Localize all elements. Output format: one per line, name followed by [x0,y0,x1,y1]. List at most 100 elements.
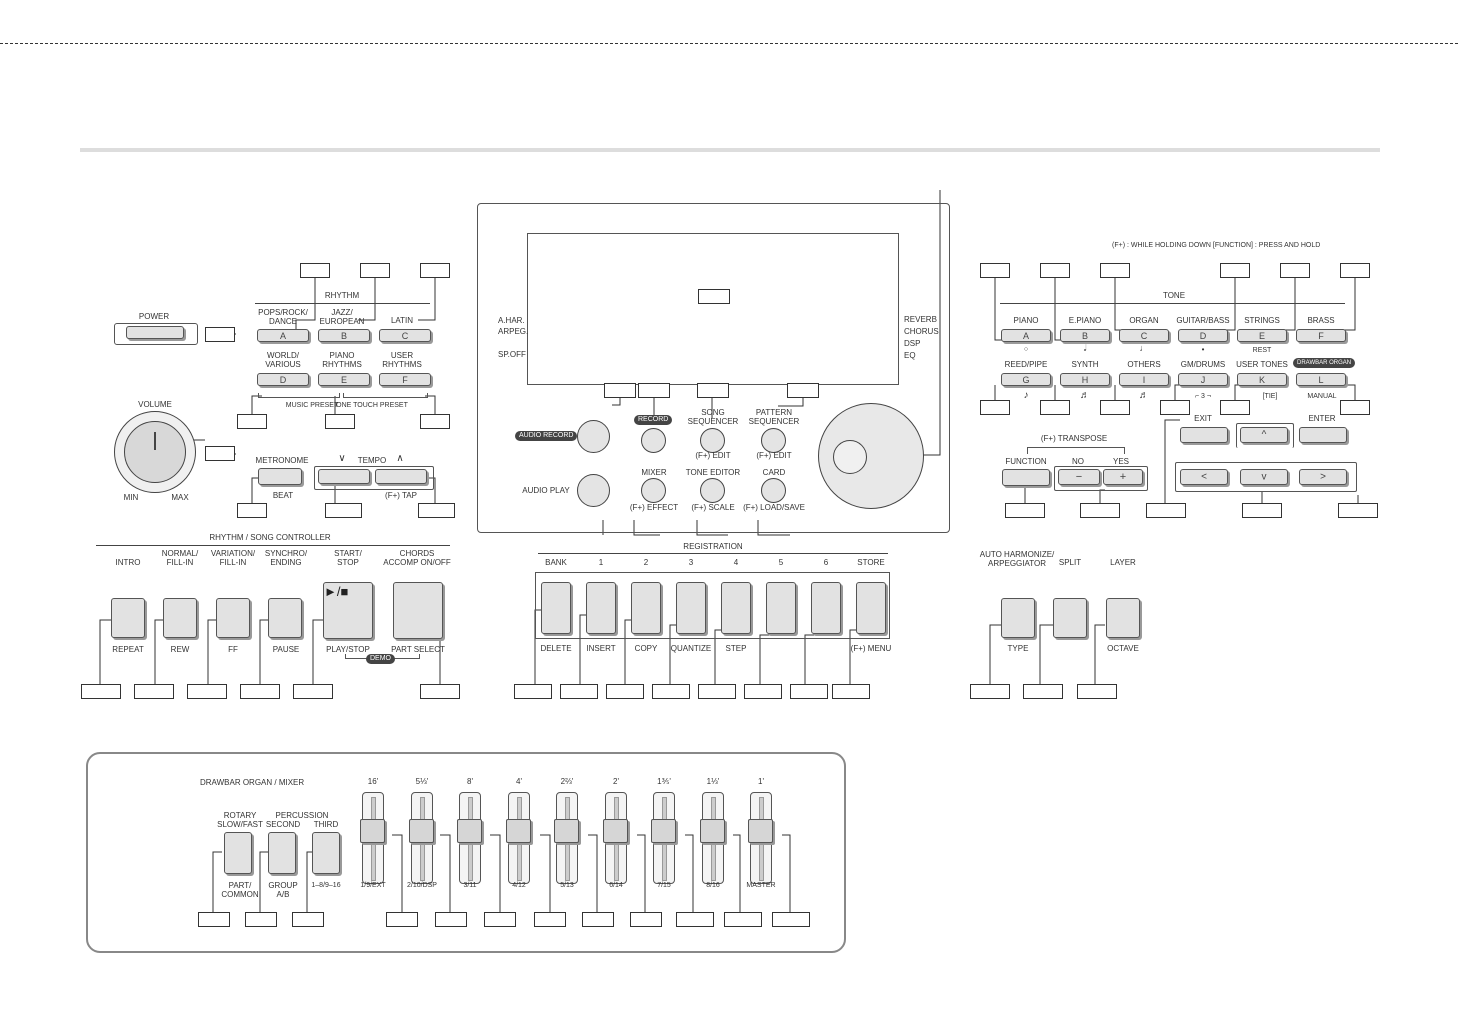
intro-button[interactable] [111,598,145,638]
layer-button[interactable] [1106,598,1140,638]
tone-button-i[interactable]: I [1119,373,1169,386]
mixer-button[interactable] [641,478,666,503]
slider-channel-label: 5/13 [560,882,574,889]
slider-knob[interactable] [506,819,531,843]
callout-box [980,400,1010,415]
reg-top-4: 4 [733,558,739,567]
rhythm-button-f[interactable]: F [379,373,431,386]
reg-top-2: 2 [643,558,649,567]
tone-button-f[interactable]: F [1296,329,1346,342]
start-stop-button[interactable]: ►/■ [323,582,373,639]
tempo-label: TEMPO [357,456,387,465]
reg-4-button[interactable] [721,582,751,634]
tone-key-l: L [1318,374,1324,385]
split-button[interactable] [1053,598,1087,638]
normal-fill-in-button[interactable] [163,598,197,638]
drawbar-slider[interactable] [554,792,579,884]
card-button[interactable] [761,478,786,503]
record-badge: RECORD [634,415,673,425]
reg-1-button[interactable] [586,582,616,634]
cursor-frame-lower [1175,462,1357,492]
auto-harmonize-button[interactable] [1001,598,1035,638]
slider-knob[interactable] [360,819,385,843]
tie-label: [TIE] [1262,393,1278,400]
rhythm-button-a[interactable]: A [257,329,309,342]
audio-record-button[interactable] [577,420,610,453]
enter-label: ENTER [1308,414,1336,423]
whole-note-icon: ○ [1023,346,1029,353]
song-sequencer-button[interactable] [700,428,725,453]
pattern-sequencer-button[interactable] [761,428,786,453]
tone-button-c[interactable]: C [1119,329,1169,342]
callout-box [420,263,450,278]
tone-button-a[interactable]: A [1001,329,1051,342]
drawbar-slider[interactable] [360,792,385,884]
tone-editor-button[interactable] [700,478,725,503]
minus-button[interactable]: − [1058,469,1100,485]
reg-3-button[interactable] [676,582,706,634]
tone-button-j[interactable]: J [1178,373,1228,386]
rhythm-button-e[interactable]: E [318,373,370,386]
reg-2-button[interactable] [631,582,661,634]
tone-button-h[interactable]: H [1060,373,1110,386]
rhythm-label-jazz: JAZZ/ EUROPEAN [319,308,365,326]
drawbar-slider[interactable] [700,792,725,884]
drawbar-slider[interactable] [748,792,773,884]
down-button[interactable]: v [1240,469,1288,485]
tone-button-l[interactable]: L [1296,373,1346,386]
synchro-ending-button[interactable] [268,598,302,638]
drawbar-slider[interactable] [603,792,628,884]
accomp-on-off-button[interactable] [393,582,443,639]
right-button[interactable]: > [1299,469,1347,485]
variation-fill-in-button[interactable] [216,598,250,638]
lcd-display [527,233,899,385]
up-button[interactable]: ^ [1240,427,1288,443]
function-button[interactable] [1002,469,1050,486]
callout-box [772,912,810,927]
tone-button-k[interactable]: K [1237,373,1287,386]
third-button[interactable] [312,832,340,874]
footage-label: 1⅗' [657,777,671,786]
slider-knob[interactable] [651,819,676,843]
callout-box [325,414,355,429]
tone-button-b[interactable]: B [1060,329,1110,342]
metronome-button[interactable] [258,468,302,485]
tone-button-d[interactable]: D [1178,329,1228,342]
power-button[interactable] [126,326,184,339]
arrow-up-icon: ^ [1261,429,1267,441]
rhythm-button-b[interactable]: B [318,329,370,342]
second-button[interactable] [268,832,296,874]
bank-button[interactable] [541,582,571,634]
callout-box [1280,263,1310,278]
rotary-button[interactable] [224,832,252,874]
callout-box [724,912,762,927]
drawbar-slider[interactable] [506,792,531,884]
enter-button[interactable] [1299,427,1347,443]
center-panel-frame [477,203,950,533]
tempo-up-button[interactable] [375,469,427,484]
rhythm-button-c[interactable]: C [379,329,431,342]
slider-knob[interactable] [748,819,773,843]
tempo-down-button[interactable] [318,469,370,484]
rhythm-label-pops: POPS/ROCK/ DANCE [258,308,308,326]
reg-6-button[interactable] [811,582,841,634]
callout-box [205,446,235,461]
store-button[interactable] [856,582,886,634]
slider-knob[interactable] [409,819,434,843]
rhythm-button-d[interactable]: D [257,373,309,386]
slider-knob[interactable] [554,819,579,843]
tone-button-e[interactable]: E [1237,329,1287,342]
slider-knob[interactable] [457,819,482,843]
exit-button[interactable] [1180,427,1228,443]
tone-button-g[interactable]: G [1001,373,1051,386]
left-button[interactable]: < [1180,469,1228,485]
reg-5-button[interactable] [766,582,796,634]
drawbar-slider[interactable] [651,792,676,884]
slider-knob[interactable] [700,819,725,843]
record-button[interactable] [641,428,666,453]
plus-button[interactable]: + [1103,469,1143,485]
audio-play-button[interactable] [577,474,610,507]
drawbar-slider[interactable] [409,792,434,884]
drawbar-slider[interactable] [457,792,482,884]
slider-knob[interactable] [603,819,628,843]
